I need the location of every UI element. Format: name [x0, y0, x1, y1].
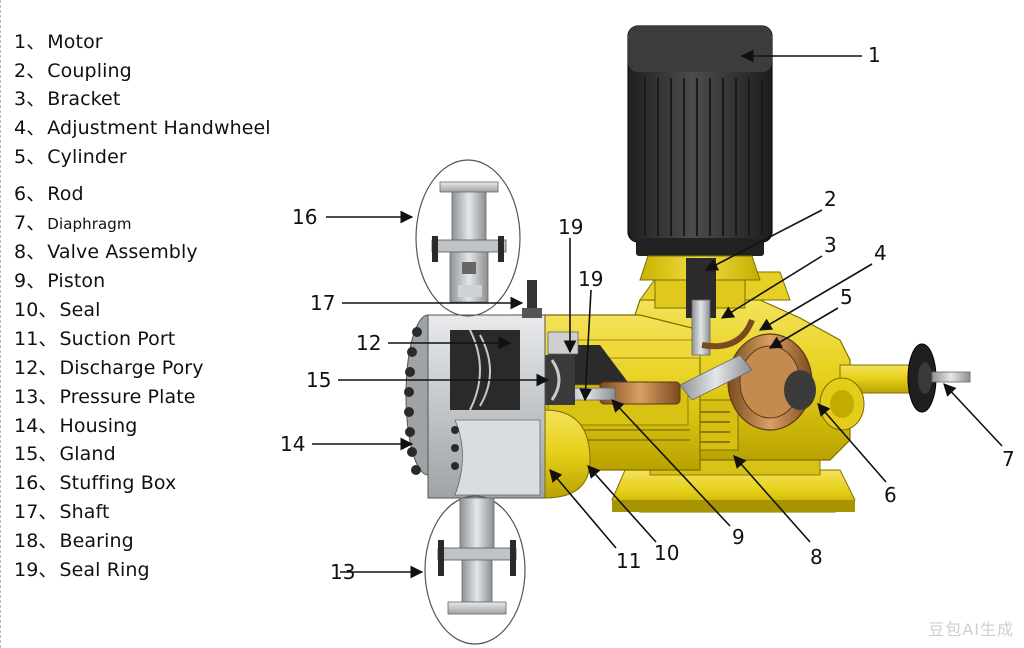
callout-6: 6: [884, 483, 897, 507]
legend-item: 19、Seal Ring: [14, 559, 150, 581]
legend-item: 1、Motor: [14, 31, 103, 53]
callout-1: 1: [868, 43, 881, 67]
callout-7: 7: [1002, 447, 1015, 471]
callout-numbers: 1 2 3 4 5 6 7 8 9 10 11 12 13 14 15 16 1…: [280, 43, 1015, 584]
gland-seal: [545, 331, 579, 405]
callout-4: 4: [874, 241, 887, 265]
callout-8: 8: [810, 545, 823, 569]
legend-item: 7、Diaphragm: [14, 212, 132, 234]
legend-item: 4、Adjustment Handwheel: [14, 117, 271, 139]
callout-19b: 19: [578, 267, 603, 291]
pump-head: [405, 314, 591, 499]
watermark: 豆包AI生成: [928, 620, 1014, 639]
discharge-valve: [415, 159, 521, 317]
legend-item: 16、Stuffing Box: [14, 472, 177, 494]
callout-16: 16: [292, 205, 317, 229]
callout-17: 17: [310, 291, 335, 315]
legend-item: 3、Bracket: [14, 88, 121, 110]
flange-bolts: [404, 327, 459, 475]
callout-10: 10: [654, 541, 679, 565]
adjustment-assembly: [819, 343, 971, 431]
callout-9: 9: [732, 525, 745, 549]
callout-13: 13: [330, 560, 355, 584]
shaft-fitting: [522, 280, 542, 318]
legend-item: 12、Discharge Pory: [14, 357, 204, 379]
legend-item: 13、Pressure Plate: [14, 386, 196, 408]
callout-2: 2: [824, 187, 837, 211]
legend-item: 5、Cylinder: [14, 146, 127, 168]
worm-gear: [727, 333, 816, 431]
callout-19a: 19: [558, 215, 583, 239]
legend-item: 17、Shaft: [14, 501, 110, 523]
legend-item: 11、Suction Port: [14, 328, 176, 350]
legend-item: 18、Bearing: [14, 530, 134, 552]
legend-item: 6、Rod: [14, 183, 84, 205]
suction-valve: [424, 495, 526, 645]
callout-14: 14: [280, 432, 305, 456]
legend-item: 14、Housing: [14, 415, 138, 437]
callout-11: 11: [616, 549, 641, 573]
callout-12: 12: [356, 331, 381, 355]
legend-item: 10、Seal: [14, 299, 101, 321]
dashed-border: [0, 0, 2, 648]
leader-lines: [312, 49, 1003, 579]
callout-3: 3: [824, 233, 837, 257]
legend-item: 2、Coupling: [14, 60, 132, 82]
legend-item: 9、Piston: [14, 270, 106, 292]
callout-15: 15: [306, 368, 331, 392]
callout-5: 5: [840, 285, 853, 309]
legend-item: 8、Valve Assembly: [14, 241, 198, 263]
motor: [627, 25, 773, 256]
legend-item: 15、Gland: [14, 443, 116, 465]
